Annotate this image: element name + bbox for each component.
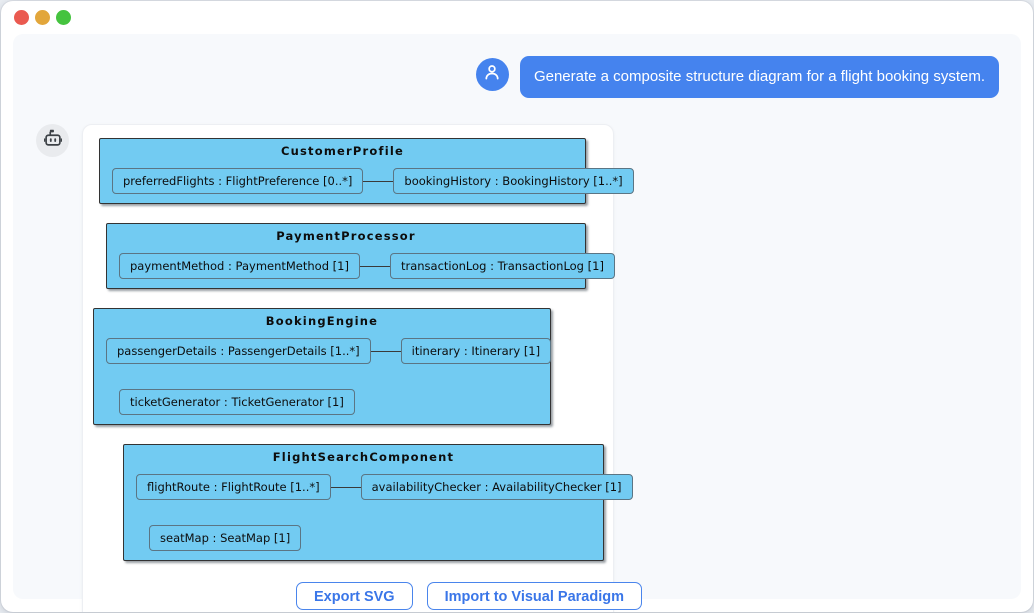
user-message-row: Generate a composite structure diagram f… bbox=[13, 34, 1021, 98]
diagram-actions: Export SVG Import to Visual Paradigm bbox=[296, 582, 642, 610]
uml-component-PaymentProcessor: PaymentProcessor paymentMethod : PaymentM… bbox=[106, 223, 615, 289]
uml-part: ticketGenerator : TicketGenerator [1] bbox=[119, 389, 355, 415]
uml-connector-line bbox=[370, 350, 401, 352]
uml-part-row: seatMap : SeatMap [1] bbox=[124, 525, 603, 551]
export-svg-button[interactable]: Export SVG bbox=[296, 582, 413, 610]
uml-connector-line bbox=[359, 265, 390, 267]
uml-part: bookingHistory : BookingHistory [1..*] bbox=[393, 168, 634, 194]
robot-icon bbox=[42, 127, 64, 154]
uml-component-title: PaymentProcessor bbox=[276, 229, 416, 243]
uml-component-CustomerProfile: CustomerProfile preferredFlights : Flight… bbox=[99, 138, 634, 204]
uml-connector-line bbox=[330, 486, 361, 488]
uml-part: paymentMethod : PaymentMethod [1] bbox=[119, 253, 360, 279]
uml-part: availabilityChecker : AvailabilityChecke… bbox=[360, 474, 633, 500]
user-message-bubble: Generate a composite structure diagram f… bbox=[519, 56, 999, 98]
bot-avatar bbox=[36, 124, 69, 157]
uml-component-title: BookingEngine bbox=[265, 314, 379, 328]
uml-part-row: flightRoute : FlightRoute [1..*] availabi… bbox=[124, 474, 633, 500]
uml-part-row: ticketGenerator : TicketGenerator [1] bbox=[94, 389, 550, 415]
bot-message-row: CustomerProfile preferredFlights : Flight… bbox=[13, 98, 1021, 612]
uml-diagram: CustomerProfile preferredFlights : Flight… bbox=[83, 138, 634, 561]
uml-part: itinerary : Itinerary [1] bbox=[400, 338, 552, 364]
uml-part-row: paymentMethod : PaymentMethod [1] transac… bbox=[107, 253, 615, 279]
uml-part-row: passengerDetails : PassengerDetails [1..… bbox=[94, 338, 552, 364]
import-to-visual-paradigm-button[interactable]: Import to Visual Paradigm bbox=[426, 582, 642, 610]
person-icon bbox=[481, 61, 503, 88]
close-window-button[interactable] bbox=[14, 10, 29, 25]
chat-panel: Generate a composite structure diagram f… bbox=[13, 34, 1021, 612]
uml-component-title: CustomerProfile bbox=[280, 144, 404, 158]
uml-component-title: FlightSearchComponent bbox=[272, 450, 455, 464]
uml-component-BookingEngine: BookingEngine passengerDetails : Passenge… bbox=[93, 308, 552, 425]
uml-part: transactionLog : TransactionLog [1] bbox=[389, 253, 615, 279]
uml-component-FlightSearchComponent: FlightSearchComponent flightRoute : Fligh… bbox=[123, 444, 633, 561]
uml-part: seatMap : SeatMap [1] bbox=[149, 525, 302, 551]
uml-part-row: preferredFlights : FlightPreference [0..… bbox=[100, 168, 634, 194]
uml-part: passengerDetails : PassengerDetails [1..… bbox=[106, 338, 371, 364]
uml-part: flightRoute : FlightRoute [1..*] bbox=[136, 474, 331, 500]
user-avatar bbox=[475, 58, 509, 91]
uml-connector-line bbox=[363, 180, 394, 182]
uml-part: preferredFlights : FlightPreference [0..… bbox=[112, 168, 364, 194]
zoom-window-button[interactable] bbox=[56, 10, 71, 25]
minimize-window-button[interactable] bbox=[35, 10, 50, 25]
window-titlebar bbox=[1, 1, 1033, 34]
diagram-card: CustomerProfile preferredFlights : Flight… bbox=[82, 124, 642, 612]
